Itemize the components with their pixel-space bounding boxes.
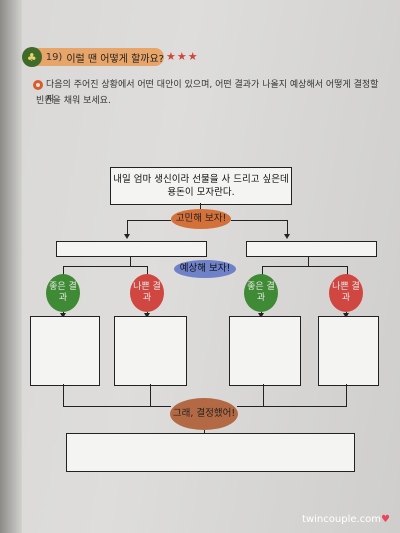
connector (346, 384, 347, 406)
connector (63, 266, 64, 275)
good-result-box-1[interactable] (30, 316, 100, 386)
connector (262, 266, 348, 267)
watermark: twincouple.com♥ (302, 514, 390, 525)
connector (150, 384, 151, 406)
good-result-badge: 좋은 결과 (244, 274, 278, 312)
connector (63, 266, 148, 267)
connector (127, 220, 128, 234)
situation-box: 내일 엄마 생신이라 선물을 사 드리고 싶은데 용돈이 모자란다. (110, 167, 292, 205)
connector (231, 220, 287, 221)
question-header: ♣ 19) 이럴 땐 어떻게 할까요? (22, 47, 164, 67)
watermark-text: twincouple.com (302, 514, 382, 525)
bad-result-badge: 나쁜 결과 (329, 274, 363, 312)
bullet-icon (33, 80, 43, 90)
connector (130, 256, 131, 266)
alternative-2-box[interactable] (246, 241, 377, 257)
bad-result-badge: 나쁜 결과 (130, 274, 164, 312)
connector (204, 430, 205, 433)
bad-result-box-1[interactable] (114, 316, 187, 386)
connector (63, 406, 171, 407)
alternative-1-box[interactable] (56, 241, 207, 257)
question-icon: ♣ (22, 47, 42, 67)
question-number: 19) (45, 51, 63, 63)
connector (200, 203, 201, 209)
difficulty-stars: ★★★ (166, 50, 199, 63)
connector (263, 384, 264, 406)
connector (287, 220, 288, 234)
connector (147, 266, 148, 275)
connector (63, 384, 64, 406)
arrow-down-icon (284, 234, 290, 239)
heart-icon: ♥ (381, 514, 390, 525)
connector (262, 266, 263, 275)
predict-label: 예상해 보자! (174, 260, 236, 278)
arrow-down-icon (343, 313, 349, 318)
good-result-box-2[interactable] (229, 316, 301, 386)
instruction-line-1: 다음의 주어진 상황에서 어떤 대안이 있으며, 어떤 결과가 나올지 예상해서… (46, 80, 379, 105)
arrow-down-icon (60, 313, 66, 318)
connector (127, 220, 171, 221)
decide-label: 그래, 결정했어! (170, 398, 238, 430)
connector (308, 256, 309, 266)
think-label: 고민해 보자! (171, 209, 231, 229)
bad-result-box-2[interactable] (318, 316, 379, 386)
question-title: 이럴 땐 어떻게 할까요? (66, 53, 164, 65)
arrow-down-icon (258, 313, 264, 318)
decision-box[interactable] (66, 433, 355, 472)
connector (347, 266, 348, 275)
arrow-down-icon (124, 234, 130, 239)
instruction-line-2: 빈칸을 채워 보세요. (36, 96, 111, 106)
good-result-badge: 좋은 결과 (46, 274, 80, 312)
arrow-down-icon (144, 313, 150, 318)
connector (237, 406, 347, 407)
page-gutter-shadow (0, 0, 22, 533)
